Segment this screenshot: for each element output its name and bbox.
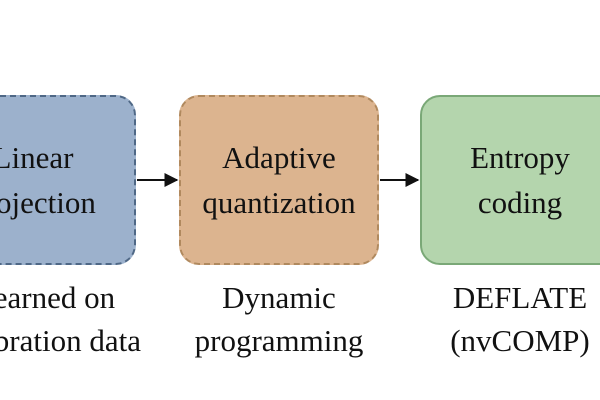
adaptive-quantization-box: Adaptive quantization [179,95,379,265]
linear-projection-box: Linear projection [0,95,136,265]
entropy-coding-caption: DEFLATE (nvCOMP) [450,280,590,358]
adaptive-quantization-label: Adaptive quantization [202,140,356,220]
entropy-coding-box: Entropy coding [420,95,600,265]
linear-projection-label: Linear projection [0,140,96,220]
linear-projection-caption: Learned on calibration data [0,280,141,358]
entropy-coding-label: Entropy coding [470,140,570,220]
adaptive-quantization-caption: Dynamic programming [194,280,364,358]
